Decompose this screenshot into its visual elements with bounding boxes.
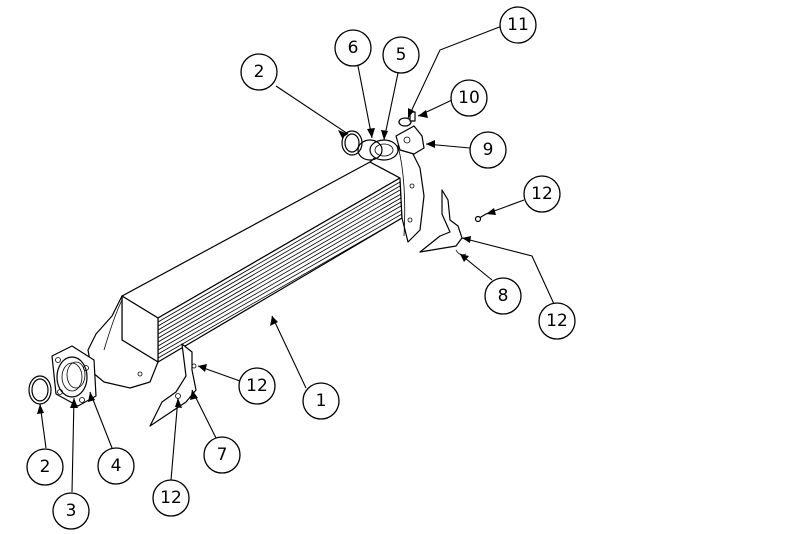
core-fins — [157, 181, 403, 359]
callout-label: 5 — [396, 45, 407, 65]
callout-label: 12 — [160, 488, 182, 508]
left-o-ring — [28, 375, 52, 405]
intercooler-core — [121, 161, 403, 363]
left-end-tank — [87, 295, 159, 389]
callout-label: 7 — [217, 445, 228, 465]
callout-label: 11 — [507, 15, 529, 35]
callout-label: 2 — [40, 457, 51, 477]
bracket-8 — [419, 189, 467, 256]
callout-label: 3 — [66, 501, 77, 521]
callout-4: 4 — [97, 447, 135, 485]
callout-label: 8 — [498, 286, 509, 306]
arrowheads — [37, 108, 496, 414]
leader-lines — [39, 25, 555, 493]
callout-label: 4 — [111, 456, 122, 476]
callout-label: 2 — [254, 62, 265, 82]
callout-12-right-upper: 12 — [523, 175, 561, 213]
callout-2-right: 2 — [240, 53, 278, 91]
callout-2-left: 2 — [26, 448, 64, 486]
callout-12-right-lower: 12 — [538, 302, 576, 340]
callout-3: 3 — [52, 492, 90, 530]
callout-label: 1 — [316, 391, 327, 411]
callout-9: 9 — [469, 131, 507, 169]
washer-10 — [398, 117, 412, 127]
callout-11: 11 — [499, 6, 537, 44]
left-outlet-flange — [51, 345, 97, 407]
callout-label: 9 — [483, 140, 494, 160]
callout-1: 1 — [302, 382, 340, 420]
callout-12-left-upper: 12 — [238, 367, 276, 405]
callout-10: 10 — [450, 79, 488, 117]
callout-12-left-lower: 12 — [152, 479, 190, 517]
callout-label: 12 — [546, 311, 568, 331]
right-inlet-flange — [357, 139, 399, 161]
callout-5: 5 — [382, 36, 420, 74]
bracket-9 — [395, 125, 425, 155]
callout-7: 7 — [203, 436, 241, 474]
callout-label: 10 — [458, 88, 480, 108]
bolt-12-right — [474, 213, 487, 223]
callout-label: 6 — [348, 38, 359, 58]
right-o-ring — [341, 130, 363, 156]
callout-8: 8 — [484, 277, 522, 315]
callout-6: 6 — [334, 29, 372, 67]
callout-label: 12 — [246, 376, 268, 396]
callout-label: 12 — [531, 184, 553, 204]
